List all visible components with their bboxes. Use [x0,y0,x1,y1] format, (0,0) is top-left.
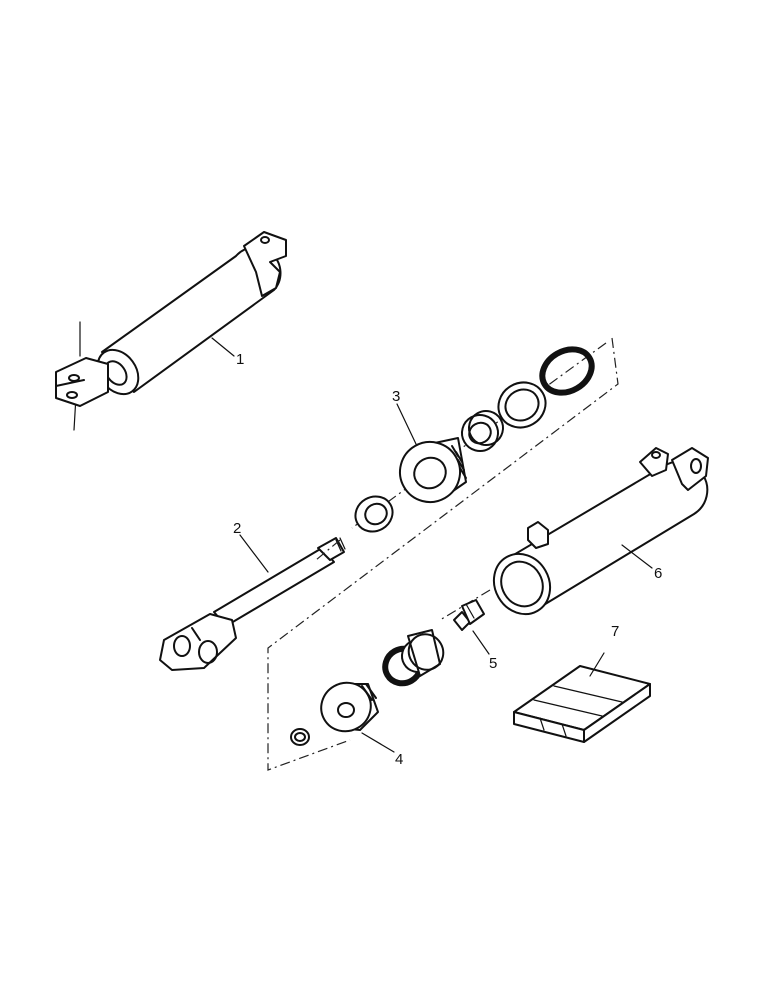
callout-5: 5 [489,655,497,672]
callout-3: 3 [392,388,400,405]
part-5-fitting: 5 [453,599,497,672]
part-7-seal-pack: 7 [513,623,651,743]
callout-1: 1 [236,351,244,368]
part-2-piston-rod: 2 [159,520,346,671]
callout-6: 6 [654,565,662,582]
callout-2: 2 [233,520,241,537]
callout-4: 4 [395,751,403,768]
part-6-cylinder-barrel: 6 [492,447,709,616]
part-4-piston-seals: 4 [290,629,445,768]
part-1-assembled-cylinder: 1 [55,231,287,431]
part-3-gland-seal-kit: 3 [354,346,595,533]
callout-7: 7 [611,623,619,640]
